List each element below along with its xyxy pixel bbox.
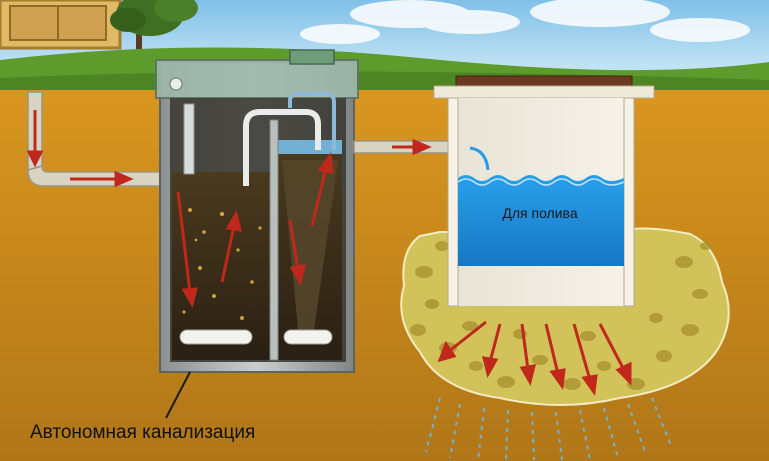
flow-arrow — [26, 110, 134, 188]
clouds — [300, 0, 750, 44]
flow-arrow — [392, 138, 432, 156]
water — [458, 175, 624, 266]
diagram-caption: Автономная канализация — [30, 422, 256, 443]
filtration-well — [433, 75, 655, 307]
tree-icon — [110, 0, 198, 60]
house-icon — [0, 0, 122, 50]
seepage-drips — [425, 397, 673, 461]
caption-leader-line — [165, 371, 191, 419]
water-tank-label: Для полива — [502, 205, 578, 221]
flow-arrow — [437, 320, 632, 396]
septic-tank — [155, 49, 359, 373]
flow-arrow — [176, 152, 334, 308]
